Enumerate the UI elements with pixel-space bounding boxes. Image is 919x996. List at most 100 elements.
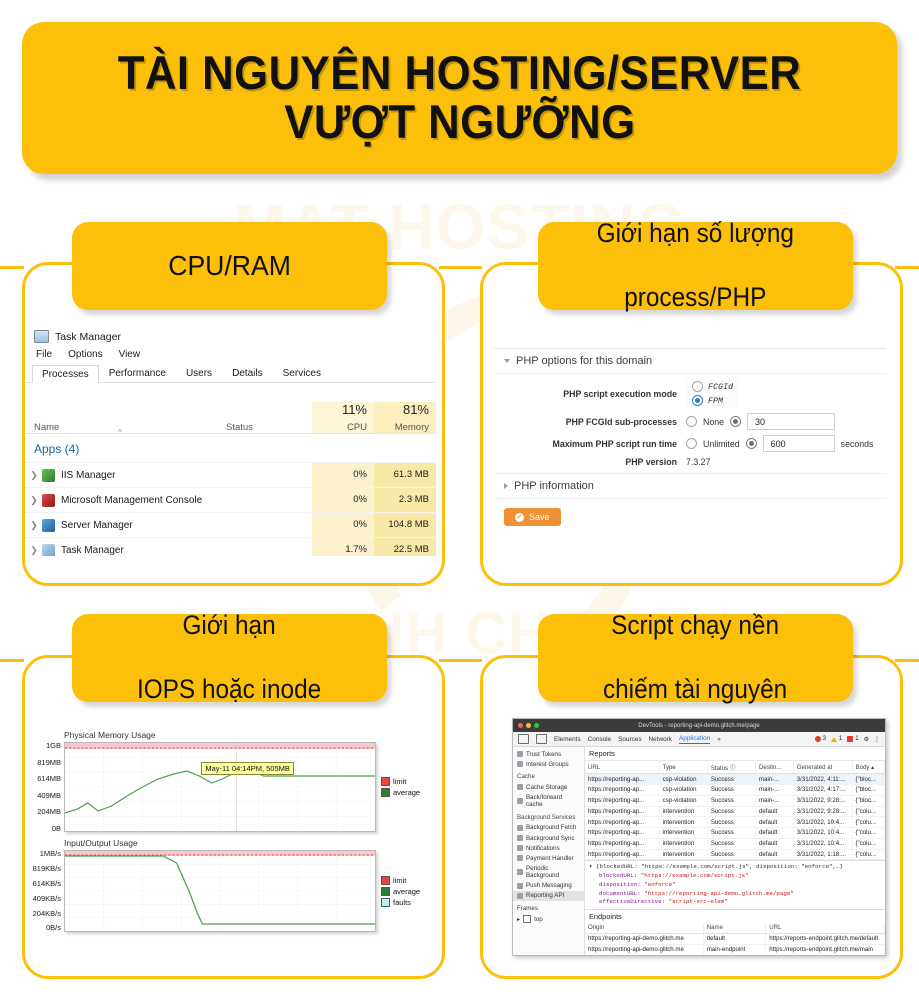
tab-details[interactable]: Details [232,368,263,379]
expand-chevron-icon[interactable]: ❯ [30,494,38,505]
tab-performance[interactable]: Performance [108,368,166,379]
maximize-icon[interactable] [534,723,539,728]
devtools-status-badges[interactable]: 3 1 1 ⚙ ⋮ [814,736,880,743]
reports-table[interactable]: URL Type Status ⓘ Destin... Generated at… [585,761,885,861]
report-detail-json[interactable]: ▾ {blockedURL: "https://example.com/scri… [585,860,885,908]
column-header-memory[interactable]: 81% Memory [374,402,436,433]
php-exec-mode-fcgid-option[interactable]: FCGId [692,381,733,392]
table-row[interactable]: https://reporting-ap... intervention Suc… [585,827,885,839]
radio-subprocess-none[interactable] [686,416,697,427]
minimize-icon[interactable] [526,723,531,728]
column-header-cpu[interactable]: 11% CPU [312,402,374,433]
column-header-name[interactable]: Name [703,922,767,935]
tab-application[interactable]: Application [679,734,711,744]
help-icon[interactable]: ⓘ [729,764,736,772]
gear-icon[interactable]: ⚙ [863,736,869,743]
devtools-sidebar[interactable]: Trust Tokens Interest Groups Cache Cache… [513,747,585,955]
column-header-endpoint-url[interactable]: URL [765,922,885,935]
tab-services[interactable]: Services [282,368,321,379]
warning-badge[interactable]: 1 [830,736,842,742]
column-header-status[interactable]: Status ⓘ [707,761,757,775]
menu-item-file[interactable]: File [36,349,53,360]
php-runtime-controls[interactable]: Unlimited 600 seconds [686,435,873,452]
column-header-name[interactable]: ^ Name [26,422,226,437]
expand-chevron-icon[interactable]: ▸ [517,915,521,923]
endpoints-table-body[interactable]: https://reporting-api-demo.glitch.me def… [585,933,885,955]
column-header-destination[interactable]: Destin... [755,761,794,775]
tab-sources[interactable]: Sources [618,735,642,743]
expand-chevron-icon[interactable]: ❯ [30,519,38,530]
sidebar-item-push-messaging[interactable]: Push Messaging [513,881,584,891]
chevron-down-icon[interactable]: ▾ [589,863,593,871]
menu-item-options[interactable]: Options [68,349,103,360]
table-row[interactable]: ❯ IIS Manager 0% 61.3 MB [26,462,436,487]
sidebar-item-payment-handler[interactable]: Payment Handler [513,853,584,863]
more-tabs-icon[interactable]: » [717,735,721,743]
devtools-window[interactable]: DevTools - reporting-api-demo.glitch.me/… [512,718,886,956]
devtools-toolbar[interactable]: Elements Console Sources Network Applica… [513,732,885,747]
table-row[interactable]: https://reporting-ap... intervention Suc… [585,816,885,829]
inspect-element-icon[interactable] [518,734,529,744]
window-controls[interactable] [513,723,539,728]
reports-table-body[interactable]: https://reporting-ap... csp-violation Su… [585,773,885,861]
table-row[interactable]: https://reporting-api-demo.glitch.me def… [585,933,885,945]
sidebar-item-background-fetch[interactable]: Background Fetch [513,823,584,833]
column-header-status[interactable]: Status [226,422,253,433]
table-row[interactable]: ❯ Microsoft Management Console 0% 2.3 MB [26,487,436,512]
task-manager-tabs[interactable]: Processes Performance Users Details Serv… [26,364,436,383]
more-options-icon[interactable]: ⋮ [874,736,880,743]
radio-fcgid[interactable] [692,381,703,392]
table-row[interactable]: ❯ Task Manager 1.7% 22.5 MB [26,537,436,556]
column-header-type[interactable]: Type [659,761,708,775]
table-row[interactable]: https://reporting-ap... csp-violation Su… [585,784,885,796]
table-row[interactable]: https://reporting-ap... csp-violation Su… [585,795,885,807]
php-exec-mode-fpm-option[interactable]: FPM [692,395,723,406]
sidebar-item-background-sync[interactable]: Background Sync [513,833,584,843]
task-manager-window[interactable]: Task Manager File Options View Processes… [26,328,436,556]
sidebar-item-trust-tokens[interactable]: Trust Tokens [513,749,584,759]
chevron-down-icon[interactable] [504,359,510,363]
php-subprocess-controls[interactable]: None 30 [686,413,836,430]
column-header-body[interactable]: Body ▴ [852,761,885,775]
tab-users[interactable]: Users [185,368,213,379]
chevron-right-icon[interactable] [504,483,508,489]
task-manager-menubar[interactable]: File Options View [26,347,436,364]
php-runtime-input[interactable]: 600 [762,435,835,452]
php-options-section-header[interactable]: PHP options for this domain [494,349,886,374]
expand-chevron-icon[interactable]: ❯ [30,544,38,555]
tab-network[interactable]: Network [648,735,672,743]
table-row[interactable]: https://reporting-ap... intervention Suc… [585,838,885,850]
table-row[interactable]: https://reporting-ap... csp-violation Su… [585,773,885,785]
php-subprocess-input[interactable]: 30 [747,413,836,430]
table-row[interactable]: https://reporting-ap... intervention Suc… [585,806,885,818]
expand-chevron-icon[interactable]: ❯ [30,469,38,480]
device-toolbar-icon[interactable] [536,734,547,744]
issue-badge[interactable]: 1 [847,736,859,742]
json-summary-row[interactable]: ▾ {blockedURL: "https://example.com/scri… [589,863,881,872]
php-information-section-header[interactable]: PHP information [494,473,886,499]
column-header-url[interactable]: URL [585,761,660,775]
tab-processes[interactable]: Processes [32,365,99,383]
tab-elements[interactable]: Elements [554,735,581,743]
radio-runtime-custom[interactable] [745,438,757,449]
close-icon[interactable] [518,723,523,728]
sidebar-item-notifications[interactable]: Notifications [513,843,584,853]
save-button[interactable]: ✓ Save [504,508,561,526]
sidebar-item-interest-groups[interactable]: Interest Groups [513,759,584,769]
radio-runtime-unlimited[interactable] [686,438,697,449]
sidebar-item-cache-storage[interactable]: Cache Storage [513,782,584,792]
php-exec-mode-options[interactable]: FCGId FPM [686,379,740,408]
sidebar-item-periodic-background[interactable]: Periodic Background [513,864,584,881]
radio-fpm[interactable] [692,395,703,406]
column-header-origin[interactable]: Origin [585,922,704,935]
frame-item-top[interactable]: ▸ top [517,915,580,924]
table-row[interactable]: https://reporting-api-demo.glitch.me mai… [585,944,885,955]
tab-console[interactable]: Console [587,735,612,743]
sidebar-item-reporting-api[interactable]: Reporting API [513,890,584,902]
table-row[interactable]: https://reporting-ap... intervention Suc… [585,849,885,861]
process-group-apps[interactable]: Apps (4) [34,442,80,456]
column-header-generated-at[interactable]: Generated at [793,761,853,775]
endpoints-table[interactable]: Origin Name URL https://reporting-api-de… [585,922,885,955]
table-row[interactable]: ❯ Server Manager 0% 104.8 MB [26,512,436,537]
php-options-panel[interactable]: PHP options for this domain PHP script e… [494,348,886,535]
